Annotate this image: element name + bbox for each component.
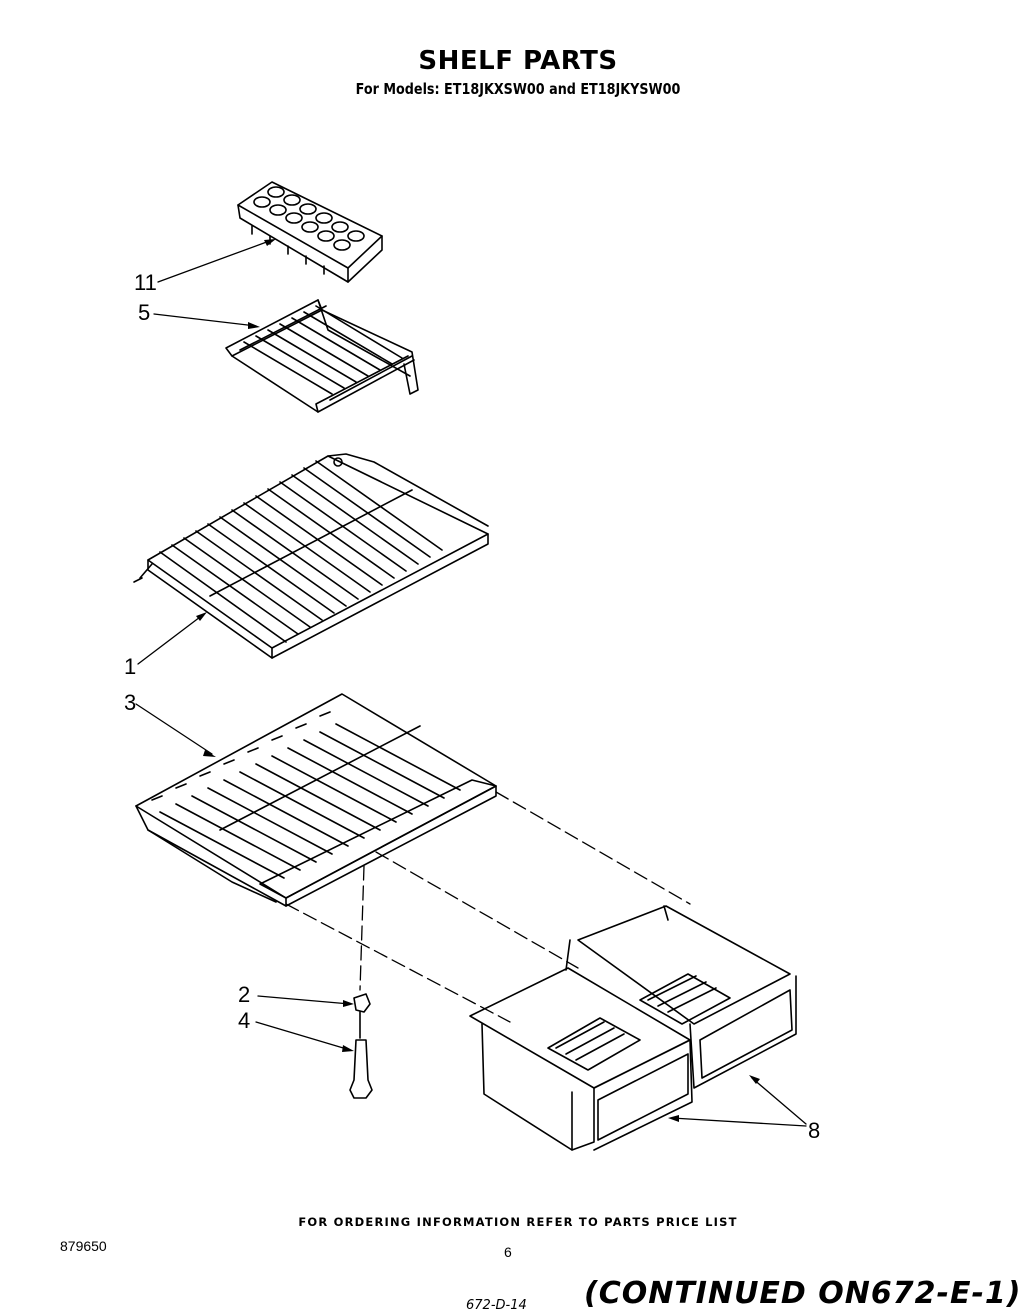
ordering-note: FOR ORDERING INFORMATION REFER TO PARTS … xyxy=(298,1215,738,1229)
callout-3: 3 xyxy=(124,690,137,715)
page-number: 6 xyxy=(504,1244,512,1260)
continued-note: (CONTINUED ON672-E-1) xyxy=(584,1276,1022,1311)
crisper-drawers-part-8 xyxy=(469,905,797,1151)
models-subtitle: For Models: ET18JKXSW00 and ET18JKYSW00 xyxy=(355,80,681,98)
callout-8: 8 xyxy=(808,1118,821,1143)
small-wire-shelf-part-5 xyxy=(225,299,419,413)
callout-2: 2 xyxy=(238,982,251,1007)
document-number: 879650 xyxy=(60,1238,107,1254)
page-title: SHELF PARTS xyxy=(418,46,618,76)
callout-11: 11 xyxy=(134,270,157,295)
callout-1: 1 xyxy=(124,654,137,679)
crisper-cover-part-3 xyxy=(135,693,497,907)
callout-4: 4 xyxy=(238,1008,251,1033)
cover-support-parts-2-4 xyxy=(349,993,373,1099)
handwritten-reference: 672-D-14 xyxy=(466,1298,527,1313)
large-wire-shelf-part-1 xyxy=(133,453,489,659)
ice-tray-part-11 xyxy=(237,181,383,283)
callout-5: 5 xyxy=(138,300,151,325)
